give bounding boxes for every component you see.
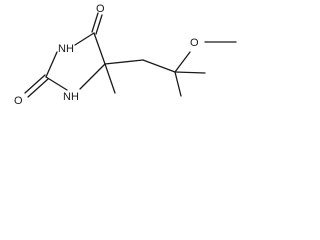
- molecule-diagram: O NH O NH O: [14, 3, 237, 107]
- bond-cq-methyl-right: [174, 71, 206, 74]
- atom-label-o-top: O: [96, 3, 105, 15]
- atom-label-nh-left: NH: [58, 43, 74, 55]
- atom-label-nh-bottom: NH: [63, 91, 79, 103]
- bond-c4-o-top-b: [95, 14, 103, 35]
- bond-c4-o-top-a: [91, 12, 99, 33]
- bond-c2-o-left-b: [27, 78, 49, 98]
- bond-c5-methyl: [104, 63, 116, 94]
- bond-c2-o-left-a: [24, 74, 46, 94]
- bond-cq-methyl-down: [174, 71, 182, 97]
- bond-n1-c2: [45, 76, 68, 91]
- bond-c5-ch2: [104, 59, 144, 65]
- atom-label-o-left: O: [14, 95, 23, 107]
- bond-c5-n1: [79, 63, 106, 90]
- bond-c2-n3: [45, 51, 58, 78]
- bond-cq-o-methoxy: [174, 51, 191, 73]
- bond-ch2-cq: [142, 59, 176, 73]
- atom-label-o-methoxy: O: [190, 37, 199, 49]
- bond-c4-c5: [93, 32, 106, 65]
- bond-n3-c4: [74, 32, 95, 46]
